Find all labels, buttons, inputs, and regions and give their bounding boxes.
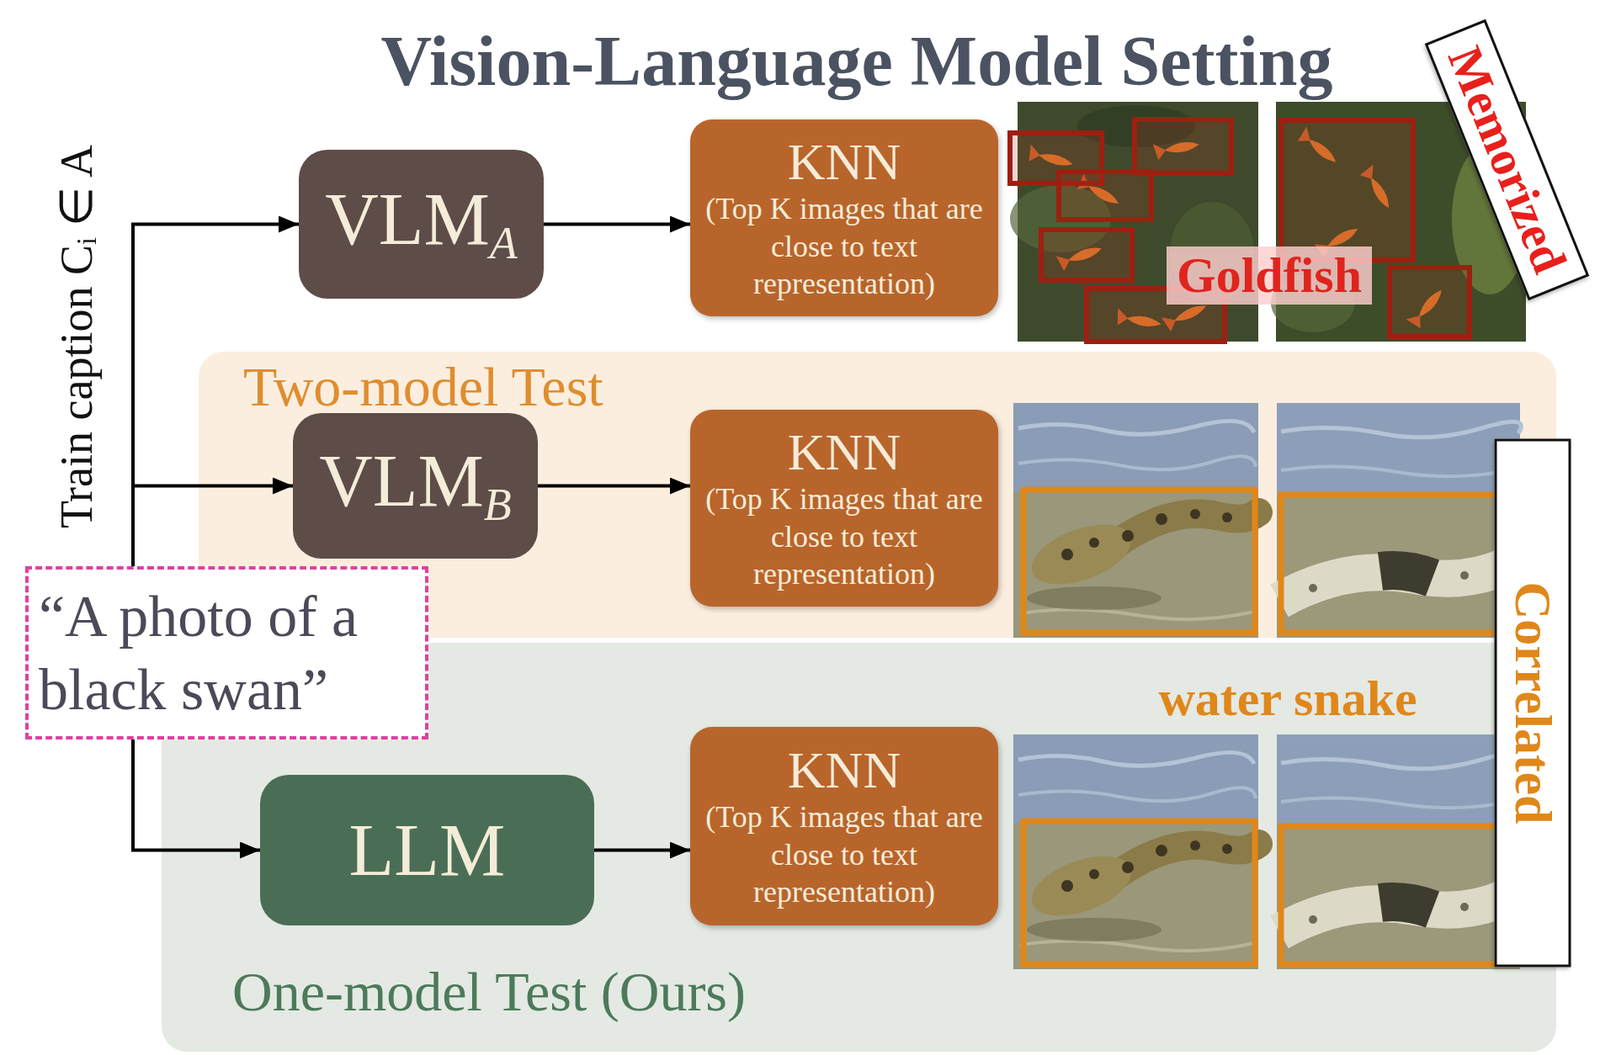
class-label: Goldfish	[1166, 246, 1372, 305]
knn-heading: KNN	[705, 132, 984, 191]
connector-arrow	[543, 223, 691, 227]
subscript-label: A	[489, 217, 518, 269]
model-label: VLM	[318, 440, 484, 522]
snake-photos	[1013, 403, 1521, 638]
caption-wrap: “A photo of a black swan”	[38, 579, 415, 728]
tag-text: Correlated	[1504, 581, 1562, 824]
caption-box: “A photo of a black swan”	[25, 566, 429, 740]
model-box: VLMB	[292, 413, 538, 559]
knn-description: (Top K images that are close to text rep…	[705, 798, 984, 912]
connector-arrow	[537, 484, 691, 489]
knn-description: (Top K images that are close to text rep…	[705, 480, 984, 594]
connector-arrow	[132, 224, 299, 568]
knn-wrap: KNN(Top K images that are close to text …	[705, 132, 984, 303]
knn-heading: KNN	[705, 423, 984, 481]
label-wrap: VLMB	[318, 444, 512, 527]
label-wrap: LLM	[349, 813, 506, 888]
model-label: LLM	[349, 809, 506, 892]
connector-arrow	[132, 486, 293, 568]
band-title: One-model Test (Ours)	[232, 962, 746, 1024]
model-box: VLMA	[298, 149, 544, 299]
model-box: LLM	[260, 775, 595, 926]
caption-text: “A photo of a black swan”	[38, 579, 415, 728]
detection-box	[1281, 120, 1414, 261]
knn-heading: KNN	[705, 741, 984, 799]
subscript-label: B	[483, 479, 512, 531]
correlated-tag: Correlated	[1494, 438, 1572, 968]
knn-description: (Top K images that are close to text rep…	[705, 190, 984, 303]
model-label: VLM	[324, 178, 490, 261]
connector-arrow	[594, 849, 691, 853]
knn-box: KNN(Top K images that are close to text …	[690, 409, 999, 607]
detection-box	[1389, 267, 1470, 337]
diagram-title: Vision-Language Model Setting	[381, 22, 1334, 101]
snake-photos	[1013, 734, 1521, 970]
knn-wrap: KNN(Top K images that are close to text …	[705, 423, 984, 594]
band-title: Two-model Test	[243, 356, 604, 419]
connector-arrow	[132, 739, 261, 851]
class-label: water snake	[1158, 669, 1418, 729]
label-wrap: VLMA	[324, 182, 518, 266]
axis-label: Train caption Cᵢ ∈ A	[50, 144, 103, 529]
detection-box	[1041, 229, 1133, 281]
knn-wrap: KNN(Top K images that are close to text …	[705, 741, 984, 912]
knn-box: KNN(Top K images that are close to text …	[690, 727, 999, 926]
detection-box	[1058, 171, 1152, 220]
goldfish-photo	[1009, 101, 1259, 342]
detection-box	[1134, 119, 1232, 174]
knn-box: KNN(Top K images that are close to text …	[690, 119, 999, 317]
